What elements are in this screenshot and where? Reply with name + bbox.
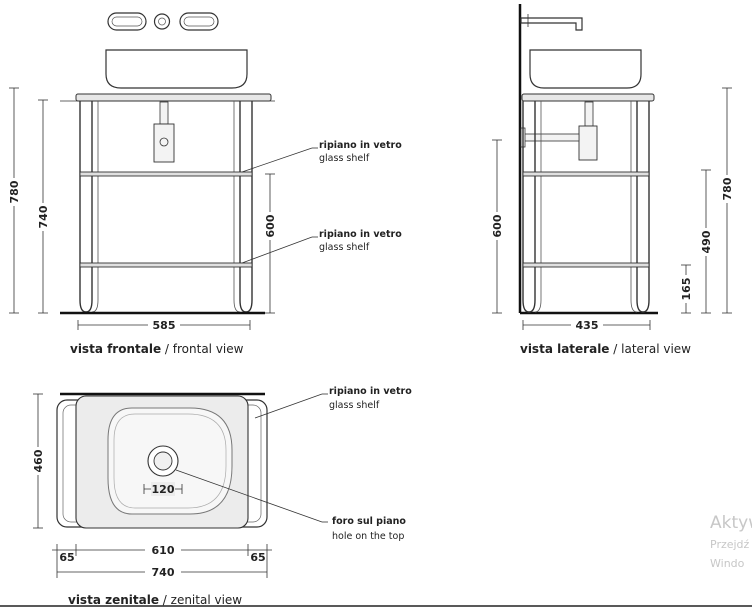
watermark-line-2: Przejdź	[710, 538, 750, 551]
dim-zenital-total-width: 740	[152, 566, 175, 579]
dim-lateral-depth: 435	[576, 319, 599, 332]
dim-zenital-overhang-right: 65	[250, 551, 265, 564]
siphon-lateral	[520, 101, 598, 161]
wall-tap-front	[107, 12, 219, 31]
top-plate-lateral	[521, 93, 655, 102]
caption-frontal-view: vista frontale / frontal view	[70, 342, 244, 356]
wall-tap-lateral	[520, 17, 583, 31]
dim-lateral-tap-height: 490	[700, 230, 713, 253]
zenital-view: 120 460 610 65 65 740 ripiano in vetro g…	[30, 386, 412, 607]
dim-zenital-hole: 120	[152, 483, 175, 496]
dim-frontal-height-shelf: 600	[264, 214, 277, 237]
basin-lateral	[529, 49, 642, 89]
lateral-view: 600 435 165 490 780 vista laterale / lat…	[489, 4, 735, 356]
callout-lower-shelf-it: ripiano in vetro	[319, 229, 402, 240]
callout-upper-shelf-it: ripiano in vetro	[319, 140, 402, 151]
basin-front	[105, 49, 248, 89]
dim-lateral-height-total: 780	[721, 177, 734, 200]
lower-glass-shelf-lateral	[522, 262, 650, 268]
lower-glass-shelf-front	[79, 262, 253, 268]
upper-glass-shelf-front	[79, 171, 253, 177]
dim-frontal-width: 585	[153, 319, 176, 332]
callout-upper-shelf-en: glass shelf	[319, 153, 370, 164]
siphon-front	[153, 101, 175, 163]
dim-zenital-depth: 460	[32, 449, 45, 472]
os-activation-watermark: Aktyw Przejdź Windo	[710, 513, 752, 570]
callout-lower-shelf-en: glass shelf	[319, 242, 370, 253]
watermark-line-1: Aktyw	[710, 513, 752, 533]
dim-zenital-overhang-left: 65	[59, 551, 74, 564]
watermark-line-3: Windo	[710, 557, 745, 570]
caption-zenital-view: vista zenitale / zenital view	[68, 593, 242, 607]
callout-zenital-shelf-en: glass shelf	[329, 400, 380, 411]
callout-zenital-hole-it: foro sul piano	[332, 516, 406, 527]
frontal-view: 780 740 600 585 ripiano in vetro glass s…	[6, 12, 402, 356]
top-plate-front	[75, 93, 272, 102]
caption-lateral-view: vista laterale / lateral view	[520, 342, 691, 356]
dim-frontal-height-total: 780	[8, 180, 21, 203]
upper-glass-shelf-lateral	[522, 171, 650, 177]
callout-zenital-hole-en: hole on the top	[332, 531, 404, 542]
dim-lateral-bottom-shelf: 165	[680, 278, 693, 301]
callout-zenital-shelf-it: ripiano in vetro	[329, 386, 412, 397]
dim-frontal-height-frame: 740	[37, 205, 50, 228]
frame-legs-lateral	[522, 101, 650, 313]
dim-lateral-height-shelf: 600	[491, 214, 504, 237]
dim-zenital-basin-width: 610	[152, 544, 175, 557]
